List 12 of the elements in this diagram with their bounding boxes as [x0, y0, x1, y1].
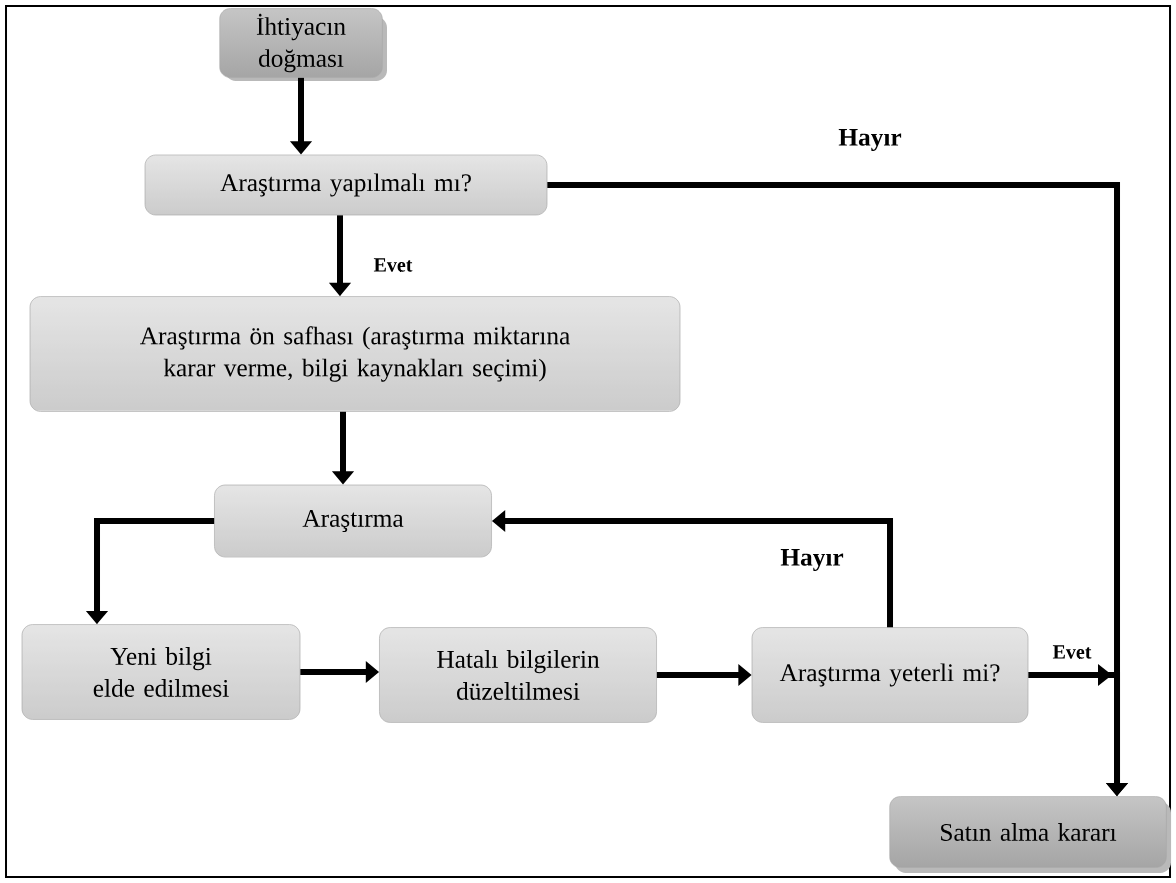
edge-label: Evet — [1051, 644, 1093, 660]
decision-box: Araştırma yeterli mi? — [751, 627, 1029, 723]
decision-box: Araştırma yapılmalı mı? — [144, 154, 548, 216]
start-box: İhtiyacın doğması — [219, 8, 387, 81]
edge-label: Evet — [372, 257, 414, 273]
process-box: Araştırma ön safhası (araştırma miktarına karar verme, bilgi kaynakları seçimi) — [29, 296, 681, 412]
edge-label: Hayır — [837, 127, 903, 153]
process-box: Hatalı bilgilerin düzeltilmesi — [379, 627, 657, 723]
process-box: Araştırma — [214, 484, 492, 558]
end-box: Satın alma kararı — [889, 796, 1171, 873]
process-box: Yeni bilgi elde edilmesi — [21, 624, 301, 720]
edge-label: Hayır — [779, 547, 845, 573]
